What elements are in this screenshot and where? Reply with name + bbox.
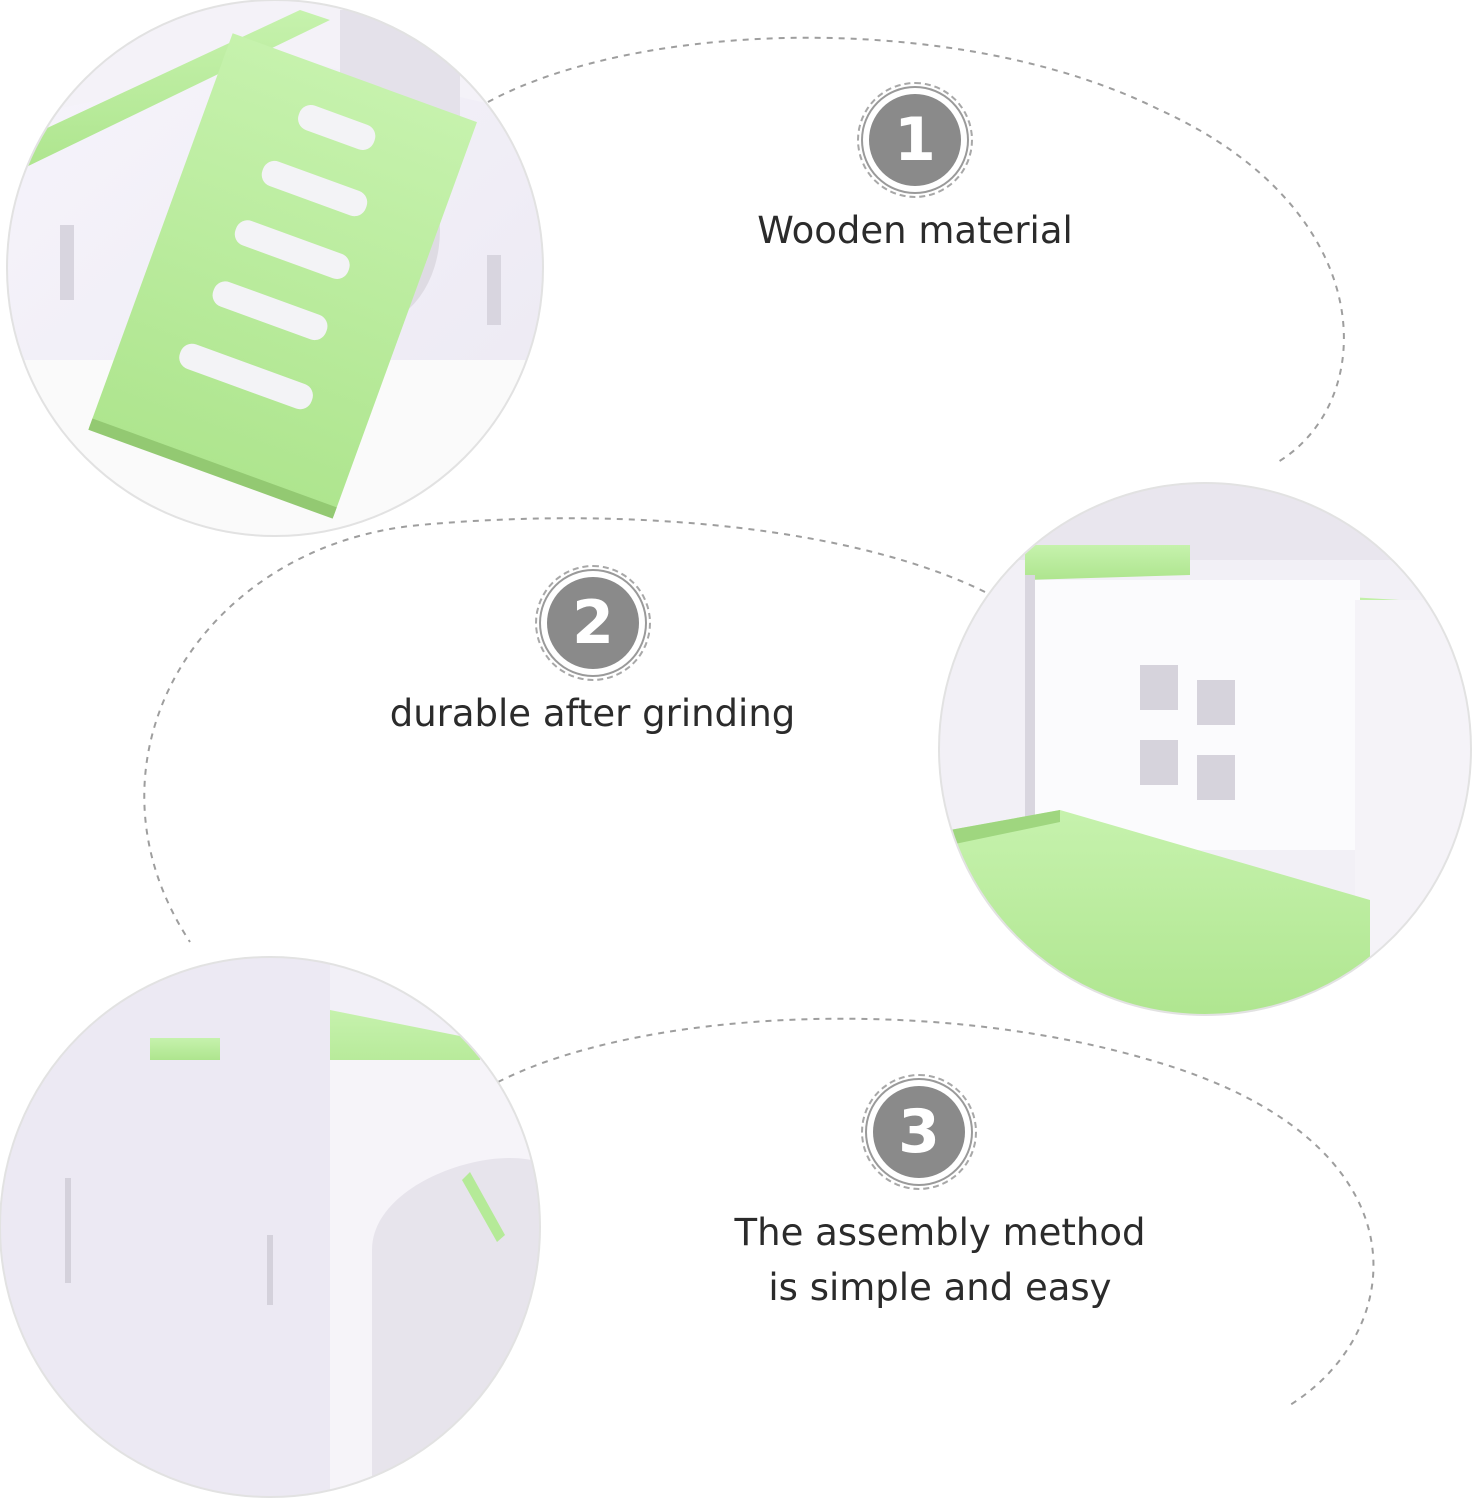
feature-caption-3-line-1: The assembly method: [734, 1211, 1146, 1254]
number-badge-2: 2: [535, 565, 651, 681]
dashed-connectors: [143, 36, 1375, 1406]
photo-circle-ramp: [7, 0, 543, 536]
connector-curve-3: [497, 1017, 1375, 1406]
connector-curve-1: [487, 36, 1345, 463]
feature-caption-2: durable after grinding: [389, 692, 796, 735]
feature-caption-1: Wooden material: [757, 209, 1073, 252]
photo-circle-window: [939, 483, 1471, 1015]
feature-caption-3-line-2: is simple and easy: [768, 1266, 1112, 1309]
connector-curve-2: [143, 517, 986, 943]
number-badge-1: 1: [857, 82, 973, 198]
number-badge-3: 3: [861, 1074, 977, 1190]
green-ramp: [88, 33, 477, 519]
photo-circle-door: [0, 957, 540, 1497]
